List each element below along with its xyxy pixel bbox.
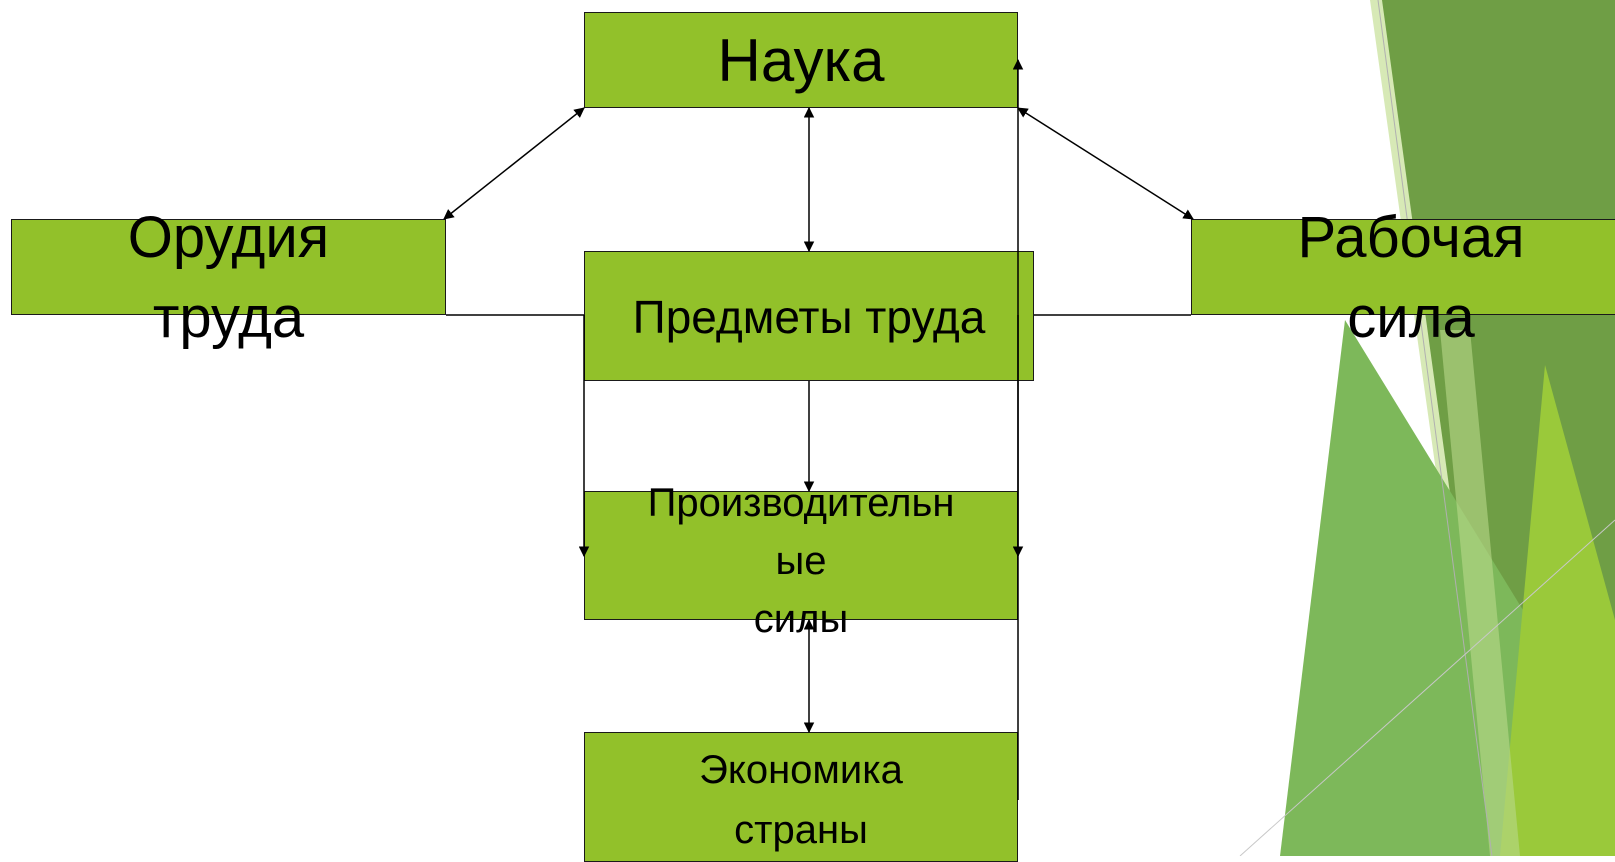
node-predmety-box xyxy=(584,251,1034,381)
arrow-nauka-orudiya xyxy=(443,107,585,220)
node-proizv-box xyxy=(584,491,1018,620)
node-rabochaya-label: Рабочая сила xyxy=(1297,205,1525,350)
node-nauka-label: Наука xyxy=(717,27,885,94)
decor-bright-triangle xyxy=(1500,365,1615,856)
node-predmety-label: Предметы труда xyxy=(632,291,986,343)
node-nauka-box xyxy=(584,12,1018,108)
node-rabochaya-box xyxy=(1191,219,1615,315)
decor-thin-line-2 xyxy=(1239,519,1615,856)
decor-pale-strip xyxy=(1440,330,1520,856)
node-ekonomika-label: Экономика страны xyxy=(699,748,903,852)
decor-thin-line xyxy=(1377,0,1493,856)
node-ekonomika-box xyxy=(584,732,1018,862)
arrow-nauka-rabochaya xyxy=(1017,107,1194,220)
node-proizv-label: Производительн ые силы xyxy=(647,481,955,641)
node-orudiya-label: Орудия труда xyxy=(127,205,330,350)
node-orudiya-box xyxy=(11,219,446,315)
